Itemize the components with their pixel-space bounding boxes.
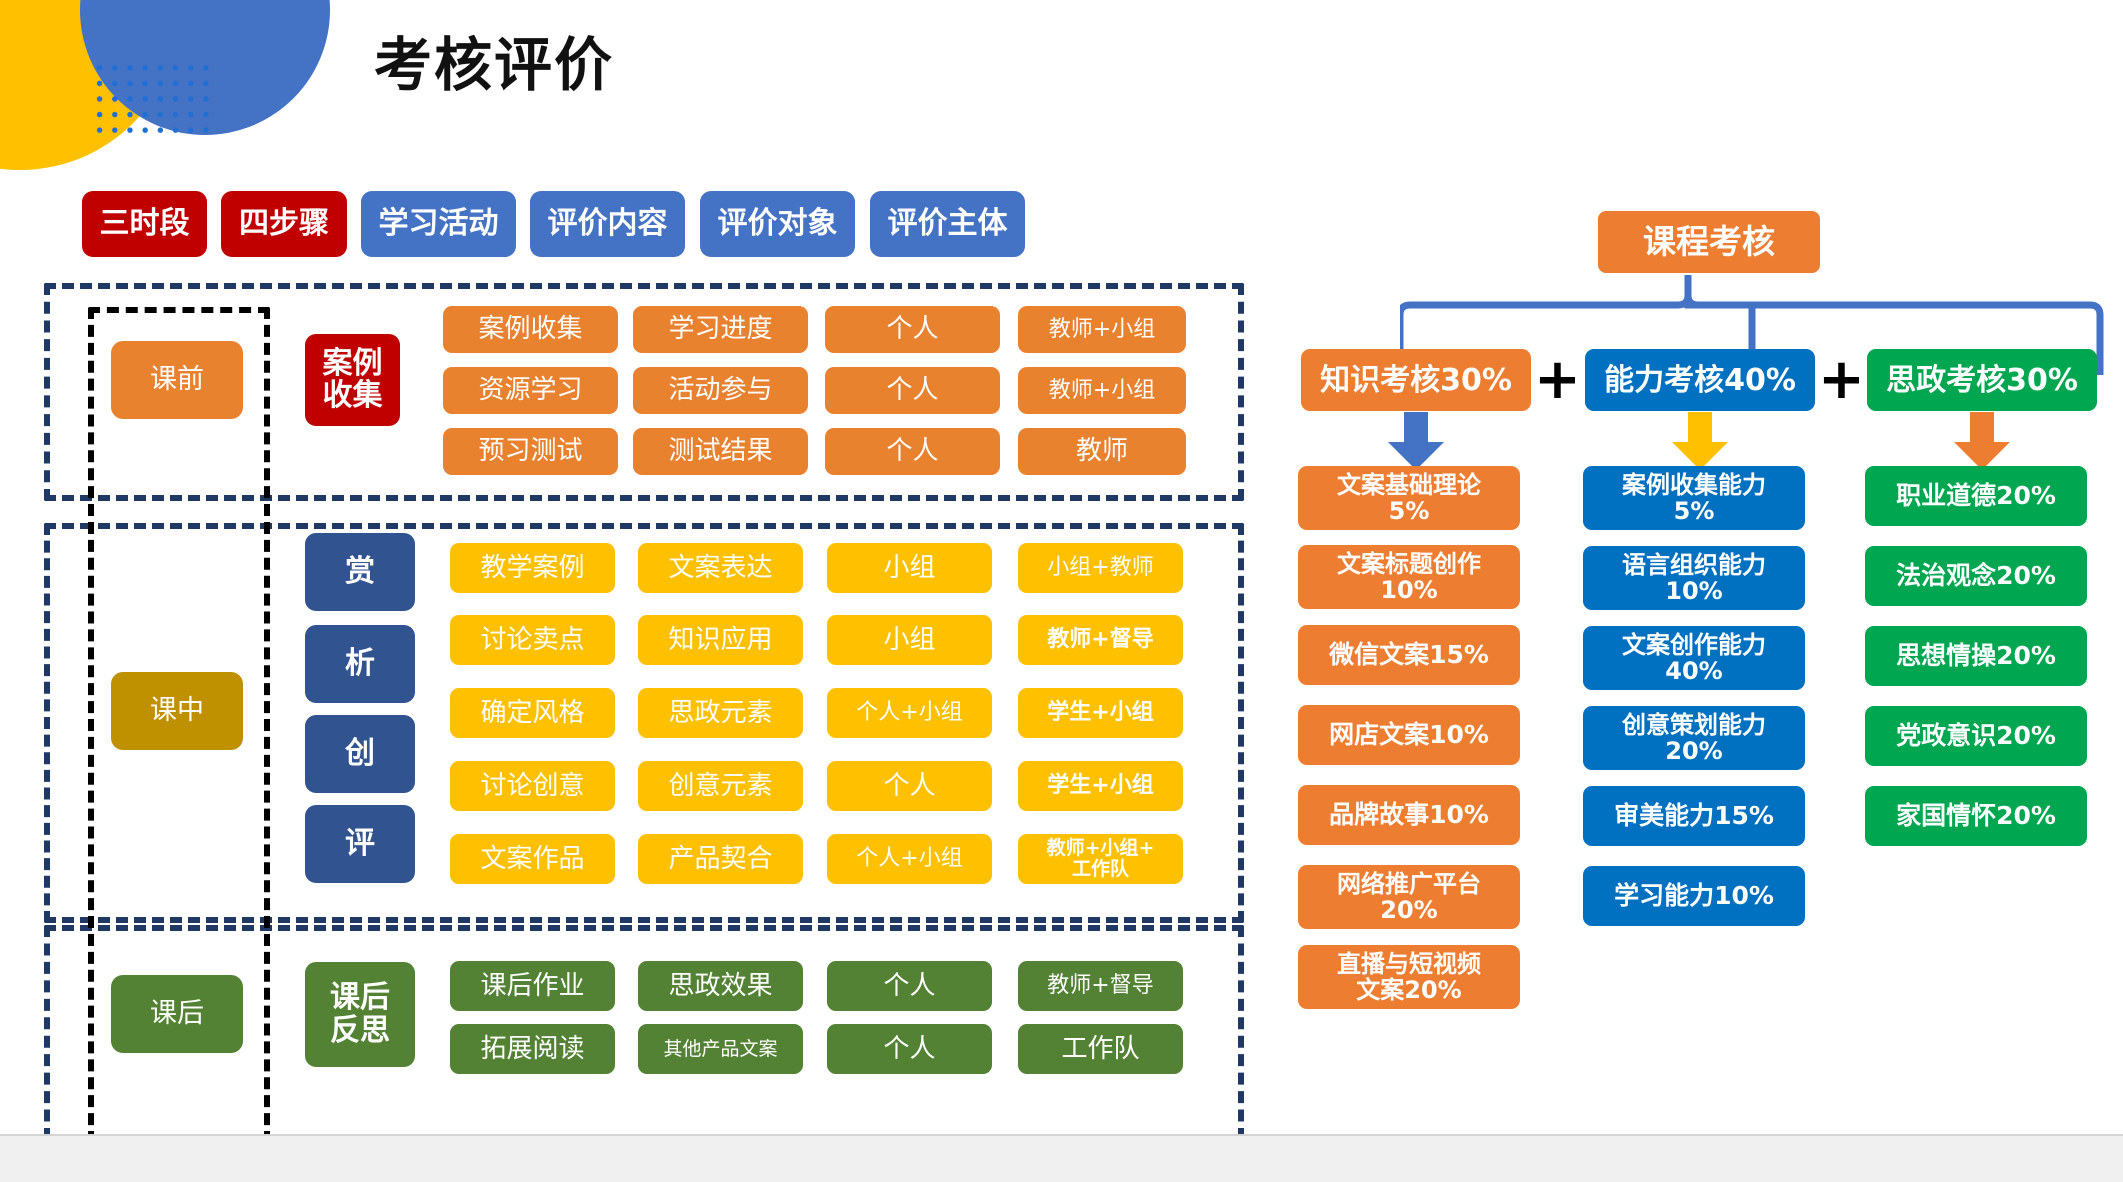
cell-object[interactable]: 个人 (827, 961, 992, 1011)
cell-object[interactable]: 个人 (825, 428, 1000, 475)
step-chip-post[interactable]: 课后 反思 (305, 962, 415, 1067)
header-chip-0[interactable]: 三时段 (82, 191, 207, 257)
leaf-node[interactable]: 品牌故事10% (1298, 785, 1520, 845)
cell-activity[interactable]: 讨论卖点 (450, 615, 615, 665)
branch-node-knowledge[interactable]: 知识考核30% (1301, 349, 1531, 411)
leaf-node[interactable]: 创意策划能力 20% (1583, 706, 1805, 770)
cell-content[interactable]: 活动参与 (633, 367, 808, 414)
step-chip-xi[interactable]: 析 (305, 625, 415, 703)
cell-activity[interactable]: 讨论创意 (450, 761, 615, 811)
leaf-node[interactable]: 微信文案15% (1298, 625, 1520, 685)
decor-dot-grid (92, 60, 212, 138)
arrow-down-ability-icon (1672, 412, 1728, 470)
leaf-node[interactable]: 家国情怀20% (1865, 786, 2087, 846)
cell-subject[interactable]: 教师+督导 (1018, 961, 1183, 1011)
branch-node-ideology[interactable]: 思政考核30% (1867, 349, 2097, 411)
leaf-node[interactable]: 文案创作能力 40% (1583, 626, 1805, 690)
step-chip-ping[interactable]: 评 (305, 805, 415, 883)
leaf-node[interactable]: 文案标题创作 10% (1298, 545, 1520, 609)
cell-subject[interactable]: 教师+小组 (1018, 306, 1186, 353)
step-chip-chuang[interactable]: 创 (305, 715, 415, 793)
cell-subject[interactable]: 学生+小组 (1018, 688, 1183, 738)
leaf-node[interactable]: 案例收集能力 5% (1583, 466, 1805, 530)
leaf-node[interactable]: 法治观念20% (1865, 546, 2087, 606)
cell-object[interactable]: 小组 (827, 615, 992, 665)
frame-pre-class (44, 283, 1244, 501)
leaf-node[interactable]: 直播与短视频 文案20% (1298, 945, 1520, 1009)
step-chip-pre[interactable]: 案例 收集 (305, 334, 400, 426)
cell-activity[interactable]: 文案作品 (450, 834, 615, 884)
cell-object[interactable]: 个人+小组 (827, 688, 992, 738)
cell-object[interactable]: 小组 (827, 543, 992, 593)
window-bottom-strip (0, 1134, 2123, 1182)
step-chip-shang[interactable]: 赏 (305, 533, 415, 611)
cell-activity[interactable]: 课后作业 (450, 961, 615, 1011)
leaf-node[interactable]: 学习能力10% (1583, 866, 1805, 926)
cell-content[interactable]: 知识应用 (638, 615, 803, 665)
cell-content[interactable]: 创意元素 (638, 761, 803, 811)
leaf-node[interactable]: 网络推广平台 20% (1298, 865, 1520, 929)
cell-content[interactable]: 学习进度 (633, 306, 808, 353)
leaf-node[interactable]: 党政意识20% (1865, 706, 2087, 766)
leaf-node[interactable]: 语言组织能力 10% (1583, 546, 1805, 610)
leaf-node[interactable]: 思想情操20% (1865, 626, 2087, 686)
cell-content[interactable]: 思政元素 (638, 688, 803, 738)
cell-subject[interactable]: 工作队 (1018, 1024, 1183, 1074)
leaf-node[interactable]: 网店文案10% (1298, 705, 1520, 765)
plus-operator-2: + (1818, 347, 1865, 412)
cell-subject[interactable]: 教师 (1018, 428, 1186, 475)
header-chip-2[interactable]: 学习活动 (361, 191, 516, 257)
cell-content[interactable]: 思政效果 (638, 961, 803, 1011)
cell-object[interactable]: 个人+小组 (827, 834, 992, 884)
cell-subject[interactable]: 教师+督导 (1018, 615, 1183, 665)
cell-content[interactable]: 产品契合 (638, 834, 803, 884)
header-chip-1[interactable]: 四步骤 (221, 191, 347, 257)
cell-object[interactable]: 个人 (825, 367, 1000, 414)
cell-object[interactable]: 个人 (827, 761, 992, 811)
arrow-down-knowledge-icon (1388, 412, 1444, 470)
leaf-node[interactable]: 审美能力15% (1583, 786, 1805, 846)
header-chip-5[interactable]: 评价主体 (870, 191, 1025, 257)
cell-activity[interactable]: 资源学习 (443, 367, 618, 414)
cell-activity[interactable]: 教学案例 (450, 543, 615, 593)
cell-subject[interactable]: 教师+小组 (1018, 367, 1186, 414)
leaf-node[interactable]: 职业道德20% (1865, 466, 2087, 526)
page-title: 考核评价 (374, 31, 615, 99)
cell-object[interactable]: 个人 (825, 306, 1000, 353)
phase-chip-pre[interactable]: 课前 (111, 341, 243, 419)
header-chip-4[interactable]: 评价对象 (700, 191, 855, 257)
arrow-down-ideology-icon (1954, 412, 2010, 470)
cell-activity[interactable]: 拓展阅读 (450, 1024, 615, 1074)
leaf-node[interactable]: 文案基础理论 5% (1298, 466, 1520, 530)
cell-activity[interactable]: 案例收集 (443, 306, 618, 353)
cell-activity[interactable]: 预习测试 (443, 428, 618, 475)
cell-subject[interactable]: 学生+小组 (1018, 761, 1183, 811)
plus-operator-1: + (1534, 347, 1581, 412)
tree-bracket-connector (1400, 275, 2104, 375)
phase-chip-post[interactable]: 课后 (111, 975, 243, 1053)
cell-activity[interactable]: 确定风格 (450, 688, 615, 738)
cell-subject[interactable]: 小组+教师 (1018, 543, 1183, 593)
cell-content[interactable]: 文案表达 (638, 543, 803, 593)
frame-in-class (44, 523, 1244, 923)
cell-object[interactable]: 个人 (827, 1024, 992, 1074)
branch-node-ability[interactable]: 能力考核40% (1585, 349, 1815, 411)
cell-subject[interactable]: 教师+小组+ 工作队 (1018, 834, 1183, 884)
cell-content[interactable]: 测试结果 (633, 428, 808, 475)
cell-content[interactable]: 其他产品文案 (638, 1024, 803, 1074)
header-chip-3[interactable]: 评价内容 (530, 191, 685, 257)
tree-root-node[interactable]: 课程考核 (1598, 211, 1820, 273)
phase-chip-mid[interactable]: 课中 (111, 672, 243, 750)
